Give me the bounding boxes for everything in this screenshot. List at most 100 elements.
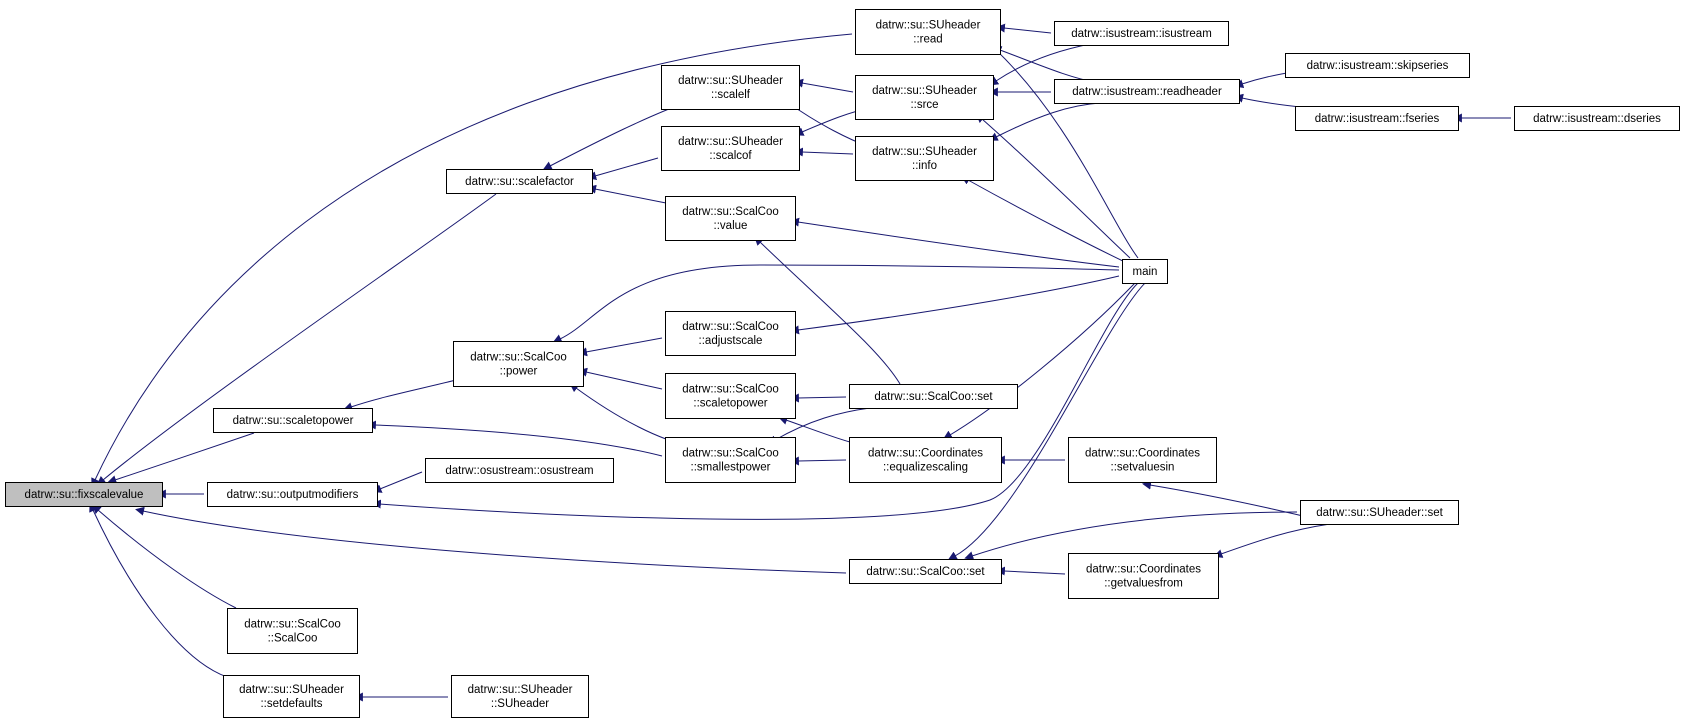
node-getvaluesfrom[interactable]: datrw::su::Coordinates::getvaluesfrom <box>1068 553 1219 599</box>
node-read[interactable]: datrw::su::SUheader::read <box>855 9 1001 55</box>
node-box <box>665 196 796 241</box>
node-readheader[interactable]: datrw::isustream::readheader <box>1054 79 1240 104</box>
node-label-line: datrw::su::ScalCoo::set <box>866 566 985 578</box>
node-value[interactable]: datrw::su::ScalCoo::value <box>665 196 796 241</box>
node-box <box>849 384 1018 409</box>
node-box <box>1295 106 1459 131</box>
edge-smallestpower-scaletopower <box>366 420 663 457</box>
node-setdefaults[interactable]: datrw::su::SUheader::setdefaults <box>223 675 360 718</box>
node-fixscalevalue[interactable]: datrw::su::fixscalevalue <box>5 482 163 507</box>
node-equalizescaling[interactable]: datrw::su::Coordinates::equalizescaling <box>849 437 1002 483</box>
node-box <box>453 341 584 387</box>
node-label-line: datrw::su::SUheader <box>239 684 344 696</box>
edge-scset-scscaletopower <box>789 393 847 403</box>
node-scaletopower[interactable]: datrw::su::scaletopower <box>213 408 373 433</box>
node-skipseries[interactable]: datrw::isustream::skipseries <box>1285 53 1470 78</box>
node-box <box>849 559 1002 584</box>
node-setvaluesin[interactable]: datrw::su::Coordinates::setvaluesin <box>1068 437 1217 483</box>
node-scalcof[interactable]: datrw::su::SUheader::scalcof <box>661 126 800 171</box>
node-label-line: datrw::su::Coordinates <box>868 448 983 460</box>
edge-scalefactor-fixscalevalue <box>96 193 497 486</box>
node-box <box>451 675 589 718</box>
node-label-line: ::info <box>912 160 937 172</box>
node-adjustscale[interactable]: datrw::su::ScalCoo::adjustscale <box>665 311 796 356</box>
node-label-line: datrw::isustream::skipseries <box>1307 60 1449 72</box>
node-scalcoo-ctor[interactable]: datrw::su::ScalCoo::ScalCoo <box>227 608 358 654</box>
node-fseries[interactable]: datrw::isustream::fseries <box>1295 106 1459 131</box>
edge-readheader-read <box>992 46 1096 83</box>
node-box <box>1122 259 1168 284</box>
node-label-line: datrw::su::SUheader::set <box>1316 507 1443 519</box>
node-label-line: ::SUheader <box>491 698 549 710</box>
edge-scalcof-scalefactor <box>587 157 659 181</box>
node-box <box>1068 553 1219 599</box>
node-box <box>1054 21 1229 46</box>
node-sc-set-lower[interactable]: datrw::su::ScalCoo::set <box>849 559 1002 584</box>
node-main[interactable]: main <box>1122 259 1168 284</box>
edge-info-scalcof <box>793 147 854 157</box>
node-box <box>5 482 163 507</box>
node-info[interactable]: datrw::su::SUheader::info <box>855 136 994 181</box>
node-label-line: datrw::su::SUheader <box>678 136 783 148</box>
node-label-line: datrw::su::scalefactor <box>465 176 574 188</box>
node-sc-scaletopower[interactable]: datrw::su::ScalCoo::scaletopower <box>665 373 796 419</box>
node-label-line: datrw::osustream::osustream <box>445 465 593 477</box>
edge-main-outputmodifiers <box>371 282 1139 520</box>
node-box <box>425 458 614 483</box>
node-label-line: datrw::su::SUheader <box>876 20 981 32</box>
node-box <box>446 169 593 194</box>
edge-suheaderset-getvaluesfrom <box>1213 523 1331 558</box>
node-label-line: datrw::su::fixscalevalue <box>25 489 144 501</box>
node-outputmodifiers[interactable]: datrw::su::outputmodifiers <box>207 482 378 507</box>
node-box <box>1054 79 1240 104</box>
node-label-line: ::setvaluesin <box>1111 462 1175 474</box>
node-label-line: datrw::su::SUheader <box>678 75 783 87</box>
node-box <box>1300 500 1459 525</box>
node-label-line: datrw::isustream::fseries <box>1315 113 1440 125</box>
node-sc-set-upper[interactable]: datrw::su::ScalCoo::set <box>849 384 1018 409</box>
node-scalefactor[interactable]: datrw::su::scalefactor <box>446 169 593 194</box>
node-label-line: ::setdefaults <box>260 698 322 710</box>
node-label-line: datrw::su::outputmodifiers <box>227 489 359 501</box>
edge-isustream-read <box>995 23 1052 34</box>
node-isustream[interactable]: datrw::isustream::isustream <box>1054 21 1229 46</box>
edge-getvaluesfrom-sclower <box>995 566 1066 576</box>
edge-equalize-smallestpower <box>789 456 847 466</box>
edge-scaletopower-fixscalevalue <box>107 432 255 484</box>
node-box <box>855 9 1001 55</box>
node-box <box>665 311 796 356</box>
edge-main-sclower <box>947 282 1146 560</box>
node-label-line: ::getvaluesfrom <box>1104 578 1183 590</box>
node-label-line: datrw::su::SUheader <box>872 85 977 97</box>
node-srce[interactable]: datrw::su::SUheader::srce <box>855 75 994 120</box>
node-label-line: datrw::isustream::dseries <box>1533 113 1661 125</box>
node-box <box>1285 53 1470 78</box>
node-label-line: datrw::su::ScalCoo <box>682 448 779 460</box>
node-label-line: datrw::su::ScalCoo <box>682 384 779 396</box>
node-box <box>665 373 796 419</box>
node-power[interactable]: datrw::su::ScalCoo::power <box>453 341 584 387</box>
node-box <box>661 126 800 171</box>
node-layer: datrw::su::fixscalevaluedatrw::su::SUhea… <box>5 9 1680 718</box>
node-label-line: datrw::isustream::readheader <box>1072 86 1222 98</box>
node-smallestpower[interactable]: datrw::su::ScalCoo::smallestpower <box>665 437 796 483</box>
node-label-line: ::value <box>714 220 748 232</box>
edge-value-scalefactor <box>587 184 667 204</box>
node-suheader-set[interactable]: datrw::su::SUheader::set <box>1300 500 1459 525</box>
edge-adjustscale-power <box>578 337 663 357</box>
node-osustream[interactable]: datrw::osustream::osustream <box>425 458 614 483</box>
node-label-line: ::read <box>913 34 942 46</box>
edge-main-equalize <box>943 282 1136 440</box>
node-scalelf[interactable]: datrw::su::SUheader::scalelf <box>661 65 800 110</box>
node-label-line: ::adjustscale <box>699 335 763 347</box>
edge-scscaletopower-power <box>578 367 663 390</box>
node-box <box>665 437 796 483</box>
node-suheader-ctor[interactable]: datrw::su::SUheader::SUheader <box>451 675 589 718</box>
edge-setdefaults-fixscalevalue <box>89 502 228 678</box>
node-box <box>1514 106 1680 131</box>
edge-main-value <box>789 217 1120 268</box>
node-dseries[interactable]: datrw::isustream::dseries <box>1514 106 1680 131</box>
node-label-line: datrw::su::ScalCoo <box>470 352 567 364</box>
node-label-line: ::srce <box>910 99 938 111</box>
